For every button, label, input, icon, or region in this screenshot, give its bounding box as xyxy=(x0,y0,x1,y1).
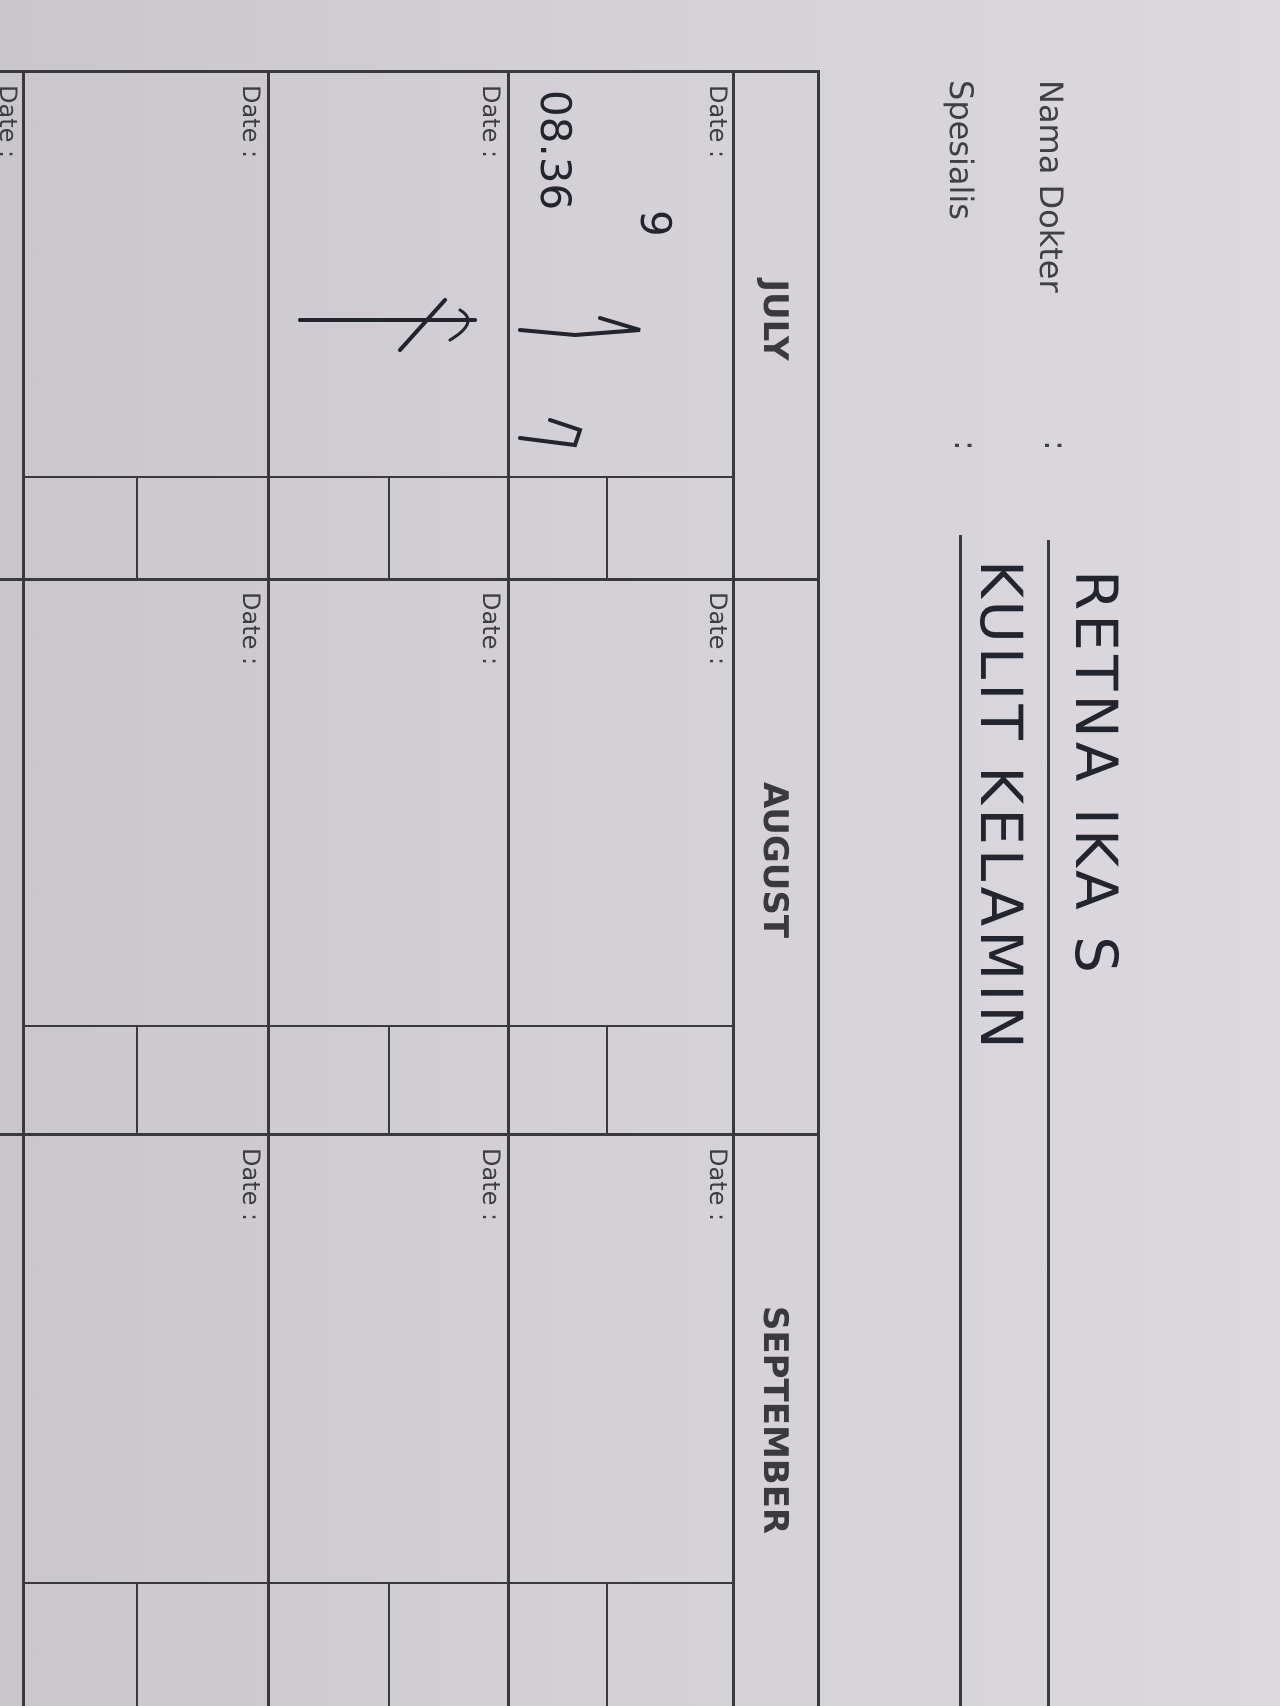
signature-strokes xyxy=(298,298,641,448)
